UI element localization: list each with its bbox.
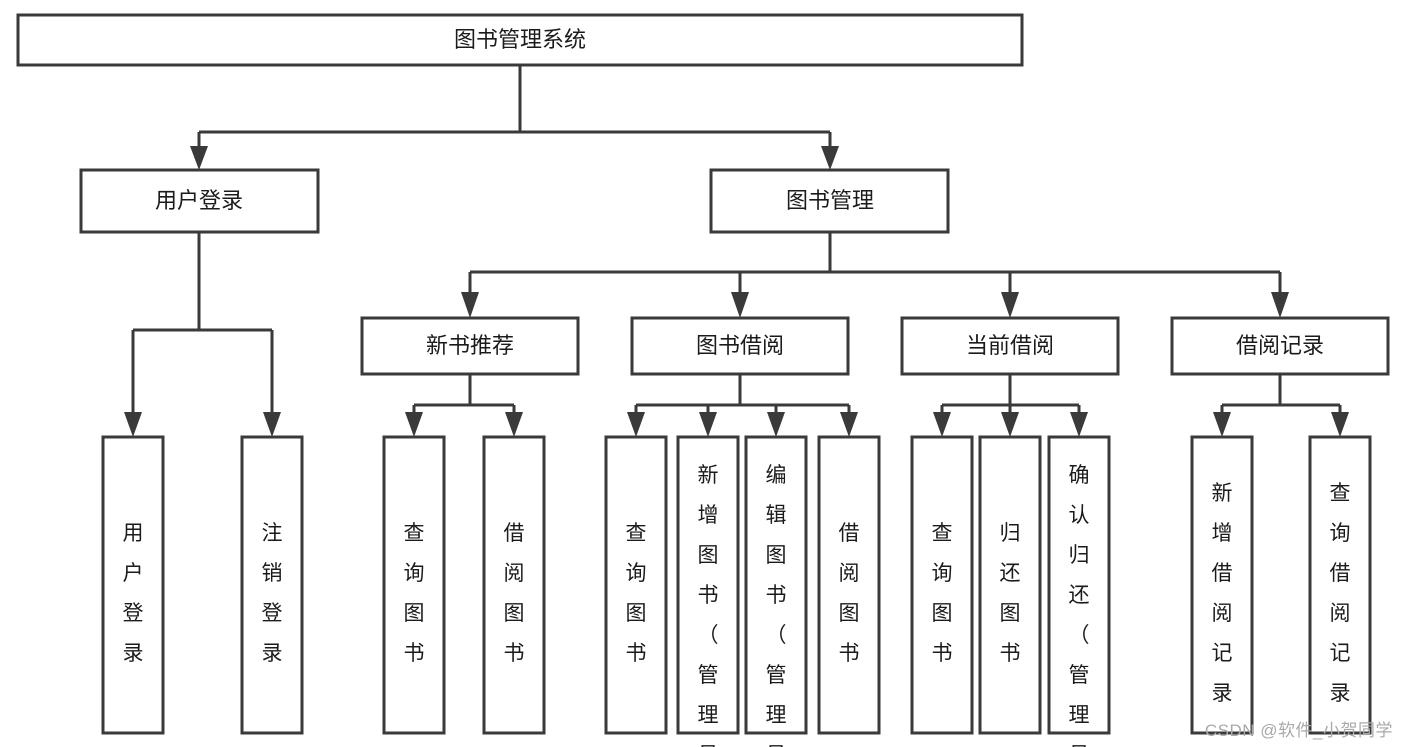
arrow-to-leaf-borrow-book-1 xyxy=(505,412,523,437)
node-book-borrow-box[interactable] xyxy=(630,316,850,376)
node-leaf-query-book-3-label: 查询图书 xyxy=(932,521,953,664)
node-new-book-recommend-box[interactable] xyxy=(360,316,580,376)
arrow-to-leaf-logout xyxy=(263,412,281,437)
node-leaf-query-record-box[interactable] xyxy=(1308,435,1372,735)
node-root[interactable]: 图书管理系统 xyxy=(16,13,1024,67)
node-current-borrow[interactable]: 当前借阅 xyxy=(900,316,1120,376)
node-leaf-borrow-book-2-box[interactable] xyxy=(817,435,881,735)
node-root-box[interactable] xyxy=(16,13,1024,67)
arrow-to-leaf-add-record xyxy=(1213,412,1231,437)
arrow-to-leaf-confirm-return xyxy=(1070,412,1088,437)
node-leaf-user-login-label: 用户登录 xyxy=(123,521,144,664)
arrow-to-leaf-query-record xyxy=(1331,412,1349,437)
node-book-management[interactable]: 图书管理 xyxy=(709,168,950,234)
arrow-to-leaf-borrow-book-2 xyxy=(840,412,858,437)
leaf-layer xyxy=(101,435,1372,735)
node-book-borrow[interactable]: 图书借阅 xyxy=(630,316,850,376)
node-leaf-query-book-2-label: 查询图书 xyxy=(626,521,647,664)
arrow-to-leaf-return-book xyxy=(1001,412,1019,437)
arrow-to-current-borrow xyxy=(1001,292,1019,318)
node-leaf-edit-book-label: 编辑图书（管理员） xyxy=(766,463,787,747)
node-leaf-confirm-return-label: 确认归还（管理员） xyxy=(1069,463,1090,747)
node-user-login-box[interactable] xyxy=(79,168,320,234)
arrow-to-book-borrow xyxy=(731,292,749,318)
node-leaf-query-book-2-box[interactable] xyxy=(604,435,668,735)
arrow-to-leaf-edit-book xyxy=(767,412,785,437)
leaf-label-layer: 用户登录 注销登录 查询图书 借阅图书 查询图书 新增图书（管理员） 编辑图书（… xyxy=(123,463,1351,747)
arrow-to-leaf-query-book-3 xyxy=(933,412,951,437)
node-leaf-add-record-label: 新增借阅记录 xyxy=(1212,481,1233,704)
node-leaf-query-book-3-box[interactable] xyxy=(910,435,974,735)
node-borrow-record[interactable]: 借阅记录 xyxy=(1170,316,1390,376)
node-book-borrow-label: 图书借阅 xyxy=(696,333,784,358)
node-leaf-user-login-box[interactable] xyxy=(101,435,165,735)
node-user-login-label: 用户登录 xyxy=(155,188,243,213)
node-book-management-box[interactable] xyxy=(709,168,950,234)
arrow-to-leaf-query-book-2 xyxy=(627,412,645,437)
node-leaf-query-book-1-box[interactable] xyxy=(382,435,446,735)
node-leaf-borrow-book-1-box[interactable] xyxy=(482,435,546,735)
node-leaf-borrow-book-2-label: 借阅图书 xyxy=(839,521,860,664)
arrow-to-leaf-query-book-1 xyxy=(405,412,423,437)
arrow-to-book-management xyxy=(821,146,839,170)
node-leaf-add-record-box[interactable] xyxy=(1190,435,1254,735)
node-leaf-return-book-label: 归还图书 xyxy=(1000,521,1021,664)
node-leaf-logout-label: 注销登录 xyxy=(262,521,283,664)
node-leaf-confirm-return-box[interactable] xyxy=(1047,435,1111,735)
node-leaf-add-book-label: 新增图书（管理员） xyxy=(698,463,719,747)
node-leaf-query-record-label: 查询借阅记录 xyxy=(1330,481,1351,704)
node-leaf-borrow-book-1-label: 借阅图书 xyxy=(504,521,525,664)
arrow-to-leaf-user-login xyxy=(124,412,142,437)
node-borrow-record-label: 借阅记录 xyxy=(1236,333,1324,358)
arrow-to-leaf-add-book xyxy=(699,412,717,437)
node-leaf-add-book-box[interactable] xyxy=(676,435,740,735)
node-root-label: 图书管理系统 xyxy=(454,27,586,52)
arrow-to-borrow-record xyxy=(1271,292,1289,318)
node-book-management-label: 图书管理 xyxy=(786,188,874,213)
node-leaf-query-book-1-label: 查询图书 xyxy=(404,521,425,664)
node-current-borrow-label: 当前借阅 xyxy=(966,333,1054,358)
connector-layer xyxy=(124,65,1349,437)
node-borrow-record-box[interactable] xyxy=(1170,316,1390,376)
node-new-book-recommend[interactable]: 新书推荐 xyxy=(360,316,580,376)
arrow-to-user-login xyxy=(190,146,208,170)
node-leaf-logout-box[interactable] xyxy=(240,435,304,735)
node-new-book-recommend-label: 新书推荐 xyxy=(426,333,514,358)
node-user-login[interactable]: 用户登录 xyxy=(79,168,320,234)
node-leaf-return-book-box[interactable] xyxy=(978,435,1042,735)
node-current-borrow-box[interactable] xyxy=(900,316,1120,376)
arrow-to-new-book-recommend xyxy=(461,292,479,318)
node-leaf-edit-book-box[interactable] xyxy=(744,435,808,735)
